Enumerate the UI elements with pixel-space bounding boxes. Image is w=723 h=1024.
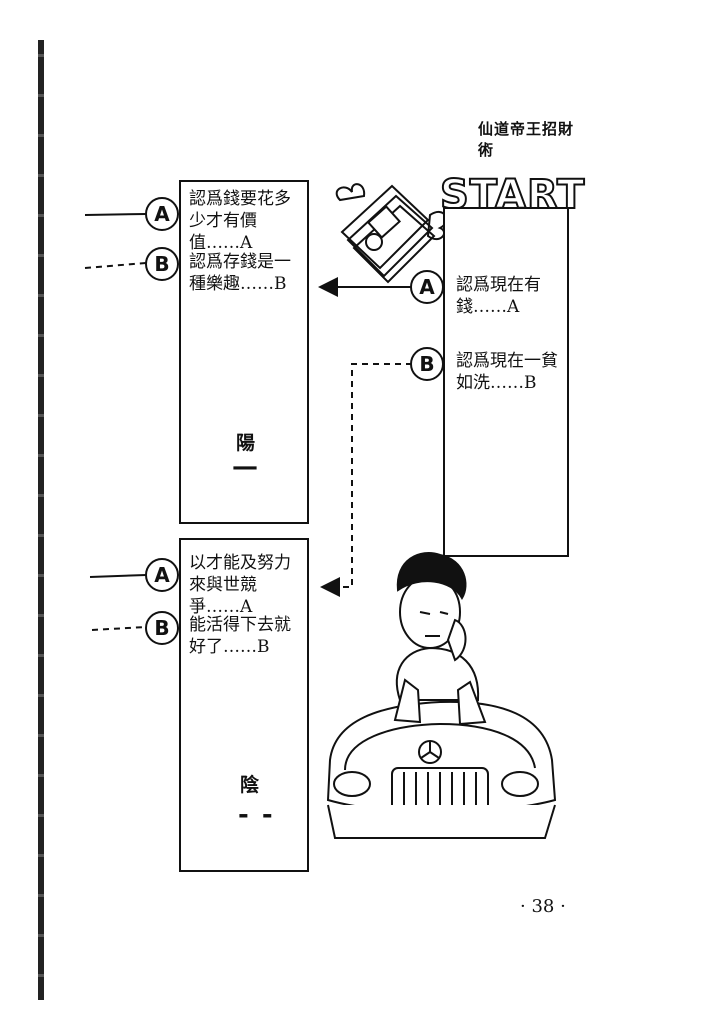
book-spine-edge [38,40,44,1000]
yin-b-line [91,626,147,631]
yin-result-name: 陰 [240,774,260,796]
start-option-a-text: 認爲現在有錢……A [456,275,541,317]
yang-option-b-badge: B [145,247,179,281]
man-on-car-illustration [326,552,557,839]
yin-option-b-text: 能活得下去就好了……B [189,615,291,657]
flying-money-illustration [335,183,448,284]
yin-a-line [89,574,147,578]
yang-box [179,180,309,524]
yin-option-a-badge: A [145,558,179,592]
yang-option-a-badge: A [145,197,179,231]
page-number: · 38 · [520,896,566,917]
start-box [443,207,569,557]
yang-a-line [84,213,147,216]
yin-option-a-text: 以才能及努力來與世競爭……A [189,553,291,617]
start-option-b-badge: B [410,347,444,381]
yang-b-line [84,262,147,269]
yang-option-a-text: 認爲錢要花多少才有價值……A [189,189,291,253]
yang-result-symbol: — [232,452,260,482]
start-option-a-badge: A [410,270,444,304]
start-b-arrow [320,363,412,597]
yin-option-b-badge: B [145,611,179,645]
running-header-title: 仙道帝王招財術 [478,120,575,159]
yang-result-name: 陽 [236,432,256,454]
yang-option-b-text: 認爲存錢是一種樂趣……B [189,252,291,294]
yin-box [179,538,309,872]
yin-result-symbol: - - [238,800,275,830]
start-option-b-text: 認爲現在一貧如洗……B [456,351,558,393]
